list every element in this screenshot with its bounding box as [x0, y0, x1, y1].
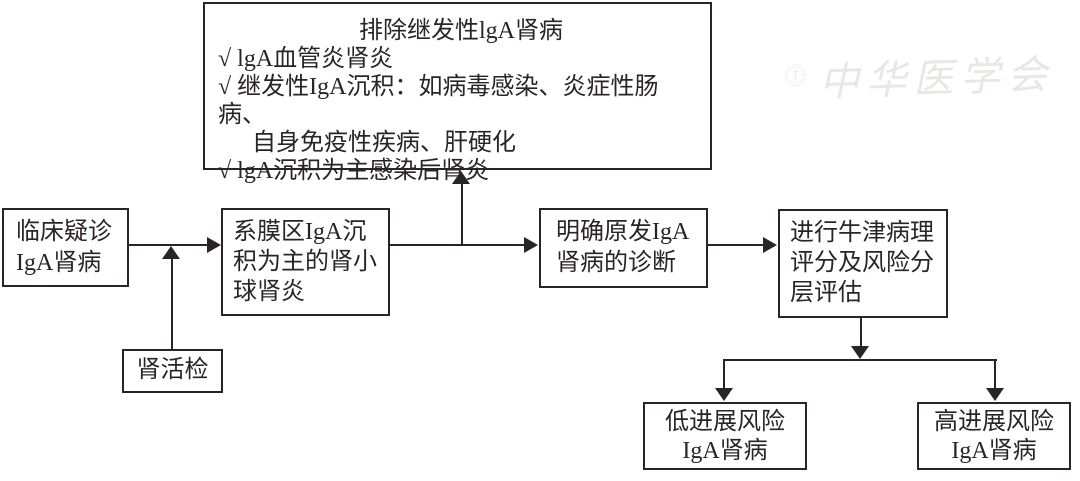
node-low-risk: 低进展风险 IgA肾病 — [643, 402, 807, 470]
node-line: 系膜区IgA沉 — [233, 219, 367, 245]
node-line: 评分及风险分 — [790, 250, 934, 276]
arrowhead-into-mesangial-icon — [207, 237, 221, 253]
arrowhead-into-oxford-icon — [763, 237, 777, 253]
connector-mesangial-to-diagnosis — [390, 244, 525, 246]
arrowhead-into-diagnosis-icon — [524, 237, 538, 253]
arrowhead-biopsy-up-icon — [162, 246, 180, 259]
cms-emblem-icon — [784, 64, 807, 86]
exclusion-item-continued: 自身免疫性疾病、肝硬化 — [252, 130, 516, 156]
watermark: 中华医学会 — [784, 40, 1055, 110]
exclusion-title: 排除继发性lgA肾病 — [359, 18, 563, 44]
connector-up-to-exclusion — [461, 184, 463, 246]
connector-drop-low-risk — [723, 359, 725, 389]
exclusion-item: √ 继发性IgA沉积：如病毒感染、炎症性肠病、 — [218, 74, 659, 128]
node-renal-biopsy: 肾活检 — [122, 349, 223, 393]
node-line: 积为主的肾小 — [233, 249, 377, 275]
node-line: 高进展风险 — [934, 409, 1054, 435]
node-mesangial-deposition: 系膜区IgA沉 积为主的肾小 球肾炎 — [221, 208, 390, 316]
node-line: 进行牛津病理 — [790, 220, 934, 246]
node-clinical-suspicion: 临床疑诊 IgA肾病 — [2, 208, 129, 287]
node-line: 临床疑诊 — [16, 219, 112, 245]
connector-clinical-to-mesangial — [129, 244, 208, 246]
connector-diagnosis-to-oxford — [708, 244, 764, 246]
node-oxford-scoring: 进行牛津病理 评分及风险分 层评估 — [778, 209, 948, 318]
node-line: 层评估 — [790, 280, 862, 306]
node-line: 球肾炎 — [233, 279, 305, 305]
watermark-text: 中华医学会 — [818, 51, 1055, 107]
node-line: IgA肾病 — [16, 250, 102, 276]
node-high-risk: 高进展风险 IgA肾病 — [917, 402, 1071, 470]
node-line: IgA肾病 — [682, 438, 768, 464]
node-line: IgA肾病 — [951, 438, 1037, 464]
node-line: 肾活检 — [136, 357, 209, 383]
connector-oxford-down — [860, 318, 862, 347]
connector-biopsy-up — [171, 258, 173, 349]
exclusion-item: √ lgA沉积为主感染后肾炎 — [218, 158, 490, 184]
connector-risk-branch — [723, 359, 997, 361]
arrowhead-into-exclusion-icon — [452, 171, 470, 184]
node-line: 低进展风险 — [665, 409, 785, 435]
connector-drop-high-risk — [994, 359, 996, 389]
exclusion-criteria-box: 排除继发性lgA肾病 √ lgA血管炎肾炎 √ 继发性IgA沉积：如病毒感染、炎… — [203, 2, 712, 184]
node-line: 明确原发IgA — [556, 219, 690, 245]
node-line: 肾病的诊断 — [556, 250, 676, 276]
node-primary-diagnosis: 明确原发IgA 肾病的诊断 — [539, 208, 708, 288]
arrowhead-into-high-risk-icon — [986, 388, 1004, 401]
arrowhead-oxford-down-icon — [851, 346, 869, 359]
exclusion-item: √ lgA血管炎肾炎 — [218, 46, 394, 72]
arrowhead-into-low-risk-icon — [715, 388, 733, 401]
